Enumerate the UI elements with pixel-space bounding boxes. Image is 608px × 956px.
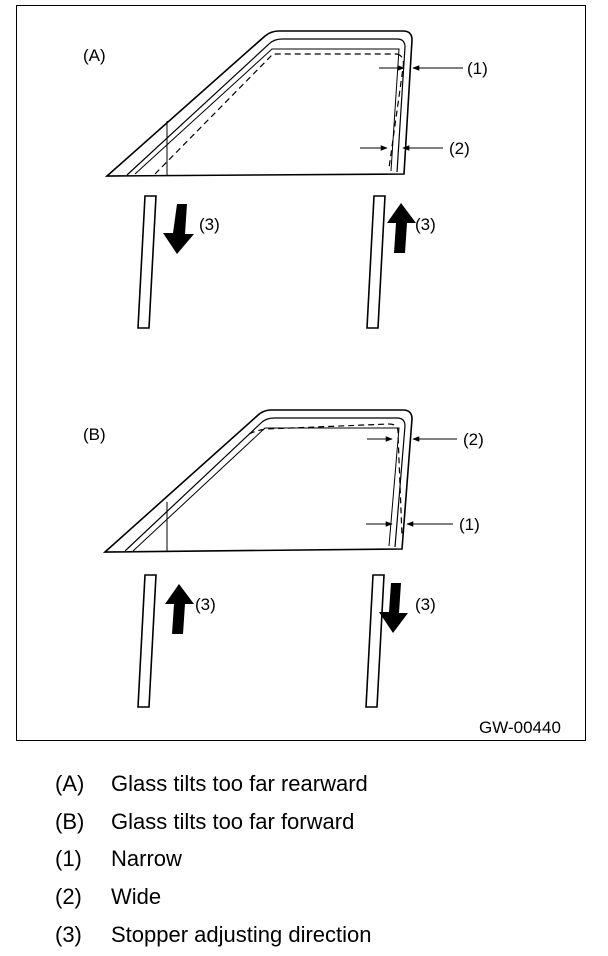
panel-a-stopper-left (137, 195, 157, 329)
panel-b-up-arrow (165, 584, 194, 634)
legend-key: (3) (55, 922, 82, 948)
panel-a-window-frame (104, 30, 413, 177)
panel-a-up-arrow (387, 203, 416, 253)
figure-code: GW-00440 (479, 718, 561, 737)
legend-text: Glass tilts too far rearward (111, 770, 368, 796)
panel-a-stopper-right (366, 195, 386, 329)
panel-b-stopper-right (365, 574, 385, 708)
panel-a-arrow-label-right: (3) (415, 215, 436, 234)
panel-a-callout-2: (2) (449, 139, 470, 158)
legend-row-b: (B) Glass tilts too far forward (55, 803, 575, 841)
legend-text: Stopper adjusting direction (111, 922, 372, 948)
door-glass-diagram: (A) (3) (3) (83, 30, 561, 737)
legend-text: Wide (111, 884, 162, 910)
legend-row-a: (A) Glass tilts too far rearward (55, 765, 575, 803)
panel-b-arrow-label-left: (3) (195, 595, 216, 614)
panel-a-down-arrow (163, 204, 194, 254)
legend-key: (A) (55, 770, 85, 796)
panel-a: (A) (3) (3) (83, 30, 488, 329)
legend: (A) Glass tilts too far rearward (B) Gla… (55, 765, 575, 954)
legend-row-1: (1) Narrow (55, 841, 575, 879)
legend-text: Glass tilts too far forward (111, 808, 355, 834)
panel-b-down-arrow (379, 583, 408, 633)
panel-b: (B) (3) (3) (83, 409, 484, 708)
legend-key: (2) (55, 884, 82, 910)
legend-row-2: (2) Wide (55, 878, 575, 916)
legend-key: (1) (55, 846, 82, 872)
legend-text: Narrow (111, 846, 182, 872)
panel-b-label: (B) (83, 425, 106, 444)
panel-a-gap-arrows (360, 65, 463, 151)
panel-b-callout-2: (2) (463, 430, 484, 449)
diagram-frame: (A) (3) (3) (16, 5, 586, 741)
legend-key: (B) (55, 808, 85, 834)
panel-a-callout-1: (1) (467, 59, 488, 78)
panel-a-label: (A) (83, 46, 106, 65)
panel-b-arrow-label-right: (3) (415, 595, 436, 614)
panel-b-stopper-left (137, 574, 157, 708)
panel-b-gap-arrows (366, 436, 457, 527)
panel-b-callout-1: (1) (459, 515, 480, 534)
legend-row-3: (3) Stopper adjusting direction (55, 916, 575, 954)
panel-b-window-frame (102, 409, 413, 553)
panel-a-arrow-label-left: (3) (199, 215, 220, 234)
